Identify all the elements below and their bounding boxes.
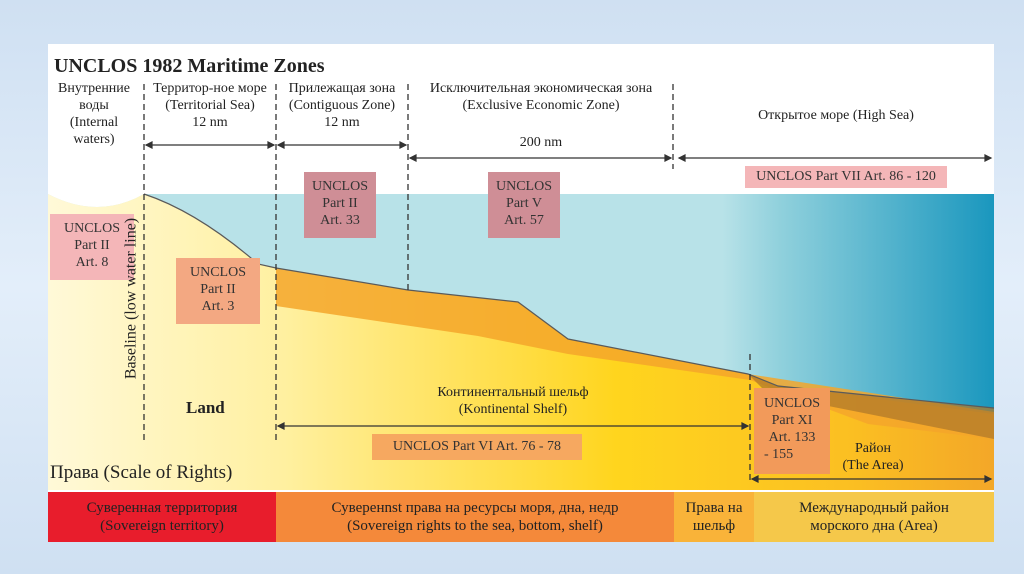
zone-contiguous-label: Прилежащая зона (Contiguous Zone) 12 nm <box>276 80 408 131</box>
art3-line2: Part II <box>200 282 236 297</box>
rights-shelf-l2: шельф <box>692 518 736 534</box>
zone-eez-label: Исключительная экономическая зона (Exclu… <box>408 80 674 114</box>
zone-internal-label: Внутренние воды (Internal waters) <box>48 80 140 148</box>
rights-sovereign-ru: Суверенная территория <box>86 500 238 516</box>
zone-eez-en: (Exclusive Economic Zone) <box>462 98 620 113</box>
zone-contiguous-ru: Прилежащая зона <box>288 81 396 96</box>
rights-sovereign-en: (Sovereign territory) <box>100 518 224 534</box>
article-part11-box: UNCLOS Part XI Art. 133 - 155 <box>754 388 830 474</box>
article-part5-art57-box: UNCLOS Part V Art. 57 <box>488 172 560 238</box>
art3-line1: UNCLOS <box>189 265 246 280</box>
rights-resources-en: (Sovereign rights to the sea, bottom, sh… <box>347 518 603 534</box>
article-part2-art33-box: UNCLOS Part II Art. 33 <box>304 172 376 238</box>
art33-line3: Art. 33 <box>320 213 360 228</box>
art57-line1: UNCLOS <box>495 179 552 194</box>
art33-line1: UNCLOS <box>311 179 368 194</box>
area-en: (The Area) <box>842 458 904 473</box>
art11-line3: Art. 133 <box>768 430 816 445</box>
rights-shelf-l1: Права на <box>685 500 743 516</box>
rights-resources-bg <box>276 492 674 542</box>
zone-contiguous-width: 12 nm <box>324 115 360 130</box>
measure-arrows <box>144 141 993 483</box>
zone-contiguous-en: (Contiguous Zone) <box>288 98 396 113</box>
art8-line3: Art. 8 <box>75 255 109 270</box>
baseline-label: Baseline (low water line) <box>122 217 140 380</box>
rights-shelf: Права на шельф <box>674 492 754 542</box>
art11-line4: - 155 <box>764 447 794 462</box>
shelf-label: Континентальный шельф (Kontinental Shelf… <box>276 384 750 418</box>
rights-scale-label: Права (Scale of Rights) <box>50 462 233 483</box>
art8-line1: UNCLOS <box>63 221 120 236</box>
zone-dividers <box>143 84 751 484</box>
art3-line3: Art. 3 <box>201 299 235 314</box>
article-part2-art8-box: UNCLOS Part II Art. 8 <box>50 214 134 280</box>
article-part2-art3-box: UNCLOS Part II Art. 3 <box>176 258 260 324</box>
art57-line2: Part V <box>506 196 542 211</box>
rights-resources: Суверенnst права на ресурсы моря, дна, н… <box>276 492 674 542</box>
article-part6-box: UNCLOS Part VI Art. 76 - 78 <box>372 434 582 460</box>
art57-line3: Art. 57 <box>504 213 544 228</box>
zone-territorial-label: Территор-ное море (Territorial Sea) 12 n… <box>144 80 276 131</box>
rights-shelf-bg <box>674 492 754 542</box>
land-label: Land <box>186 398 225 417</box>
area-label: Район (The Area) <box>828 440 918 474</box>
shelf-en: (Kontinental Shelf) <box>458 402 568 417</box>
rights-sovereign: Суверенная территория (Sovereign territo… <box>48 492 276 542</box>
zone-eez-width: 200 nm <box>519 135 563 150</box>
zone-territorial-width: 12 nm <box>192 115 228 130</box>
slide: UNCLOS 1982 Maritime Zones Внутренние во… <box>48 44 994 542</box>
rights-intl-bg <box>754 492 994 542</box>
zone-territorial-ru: Территор-ное море <box>153 81 267 96</box>
rights-resources-ru: Суверенnst права на ресурсы моря, дна, н… <box>331 500 619 516</box>
article-part7-box: UNCLOS Part VII Art. 86 - 120 <box>745 166 947 188</box>
zone-eez-ru: Исключительная экономическая зона <box>429 81 653 96</box>
zone-territorial-en: (Territorial Sea) <box>165 98 255 113</box>
slope-line <box>143 193 994 409</box>
art33-line2: Part II <box>322 196 358 211</box>
zone-internal-ru: Внутренние воды <box>57 81 131 113</box>
area-ru: Район <box>855 441 891 456</box>
rights-sovereign-bg <box>48 492 276 542</box>
zone-internal-en: (Internal waters) <box>69 115 119 147</box>
rights-intl-l2: морского дна (Area) <box>810 518 938 534</box>
art11-line2: Part XI <box>771 413 813 428</box>
art11-line1: UNCLOS <box>763 396 820 411</box>
page-title: UNCLOS 1982 Maritime Zones <box>54 55 325 77</box>
rights-intl-l1: Международный район <box>799 500 949 516</box>
art8-line2: Part II <box>74 238 110 253</box>
rights-intl: Международный район морского дна (Area) <box>754 492 994 542</box>
shelf-ru: Континентальный шельф <box>437 385 589 400</box>
zone-high-sea-label: Открытое море (High Sea) <box>758 108 914 123</box>
